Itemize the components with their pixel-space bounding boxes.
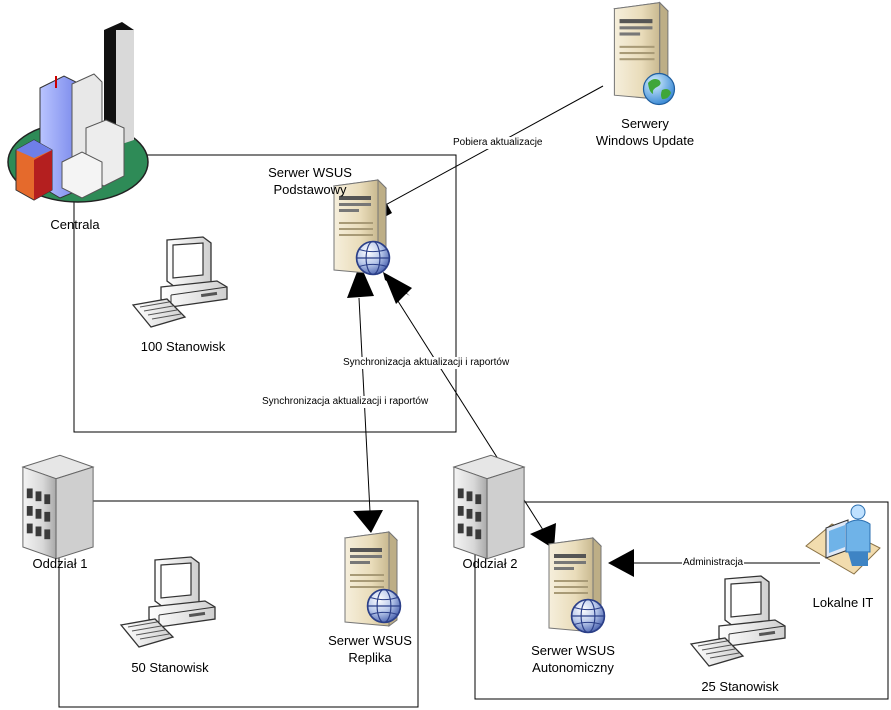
wsus-autonomous-label-line2: Autonomiczny — [532, 660, 614, 675]
wsus-replica-label: Serwer WSUS Replika — [310, 632, 430, 666]
local-it-label: Lokalne IT — [812, 595, 874, 610]
workstation-50-icon — [120, 556, 216, 648]
wsus-replica-label-line2: Replika — [348, 650, 392, 665]
arrowhead-autonomous — [530, 523, 556, 549]
wsus-primary-label-line2: Podstawowy — [273, 182, 347, 197]
edge-label-downloads-updates: Pobiera aktualizacje — [452, 137, 544, 149]
city-icon — [7, 22, 149, 203]
edge-label-sync-replica: Synchronizacja aktualizacji i raportów — [261, 396, 430, 408]
arrowhead-replica — [353, 510, 383, 533]
windows-update-label-line2: Windows Update — [595, 133, 695, 148]
workstations-100-label: 100 Stanowisk — [140, 339, 226, 354]
edge-label-administration: Administracja — [682, 557, 745, 569]
centrala-label: Centrala — [50, 217, 100, 232]
workstation-100-icon — [132, 236, 228, 328]
workstation-25-icon — [690, 575, 786, 667]
oddzial-1-label: Oddział 1 — [32, 556, 88, 571]
arrowhead-autonomous-admin — [608, 549, 634, 577]
arrowhead-primary-from-replica — [347, 264, 374, 298]
wsus-autonomous-label-line1: Serwer WSUS — [531, 643, 615, 658]
wsus-replica-label-line1: Serwer WSUS — [328, 633, 412, 648]
workstations-25-label: 25 Stanowisk — [701, 679, 779, 694]
oddzial-2-label: Oddział 2 — [462, 556, 518, 571]
oddzial-2-building-icon — [453, 454, 525, 560]
oddzial-2-boundary — [474, 501, 889, 700]
local-it-admin-icon — [805, 504, 881, 575]
wsus-replica-server-icon — [344, 531, 402, 627]
centrala-boundary — [73, 154, 457, 433]
wsus-autonomous-label: Serwer WSUS Autonomiczny — [513, 642, 633, 676]
wsus-primary-label-line1: Serwer WSUS — [268, 165, 352, 180]
oddzial-1-boundary — [58, 500, 419, 708]
edge-label-sync-autonomous: Synchronizacja aktualizacji i raportów — [342, 357, 511, 369]
wsus-primary-label: Serwer WSUS Podstawowy — [250, 164, 370, 198]
windows-update-label: Serwery Windows Update — [570, 115, 720, 149]
arrowhead-primary-from-autonomous-b — [383, 272, 412, 304]
windows-update-server-icon — [613, 2, 676, 106]
wsus-autonomous-server-icon — [548, 537, 606, 634]
earth-icon — [642, 72, 676, 106]
oddzial-1-building-icon — [22, 454, 94, 560]
windows-update-label-line1: Serwery — [621, 116, 669, 131]
workstations-50-label: 50 Stanowisk — [131, 660, 209, 675]
